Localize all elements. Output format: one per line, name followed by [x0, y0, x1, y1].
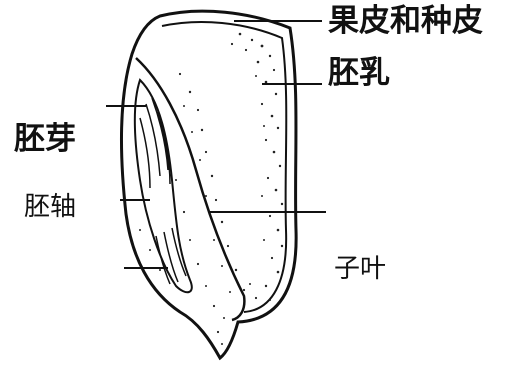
- label-endosperm: 胚乳: [328, 58, 390, 89]
- label-pericarp-seed-coat: 果皮和种皮: [328, 6, 483, 37]
- seed-inner-outline: [162, 22, 286, 312]
- plumule-striations: [140, 98, 170, 188]
- embryo-outline: [135, 80, 192, 292]
- endosperm-stipple: [139, 33, 283, 345]
- label-hypocotyl: 胚轴: [24, 194, 76, 220]
- label-plumule: 胚芽: [14, 124, 76, 155]
- label-cotyledon: 子叶: [334, 256, 386, 282]
- seed-outer-outline: [121, 11, 296, 358]
